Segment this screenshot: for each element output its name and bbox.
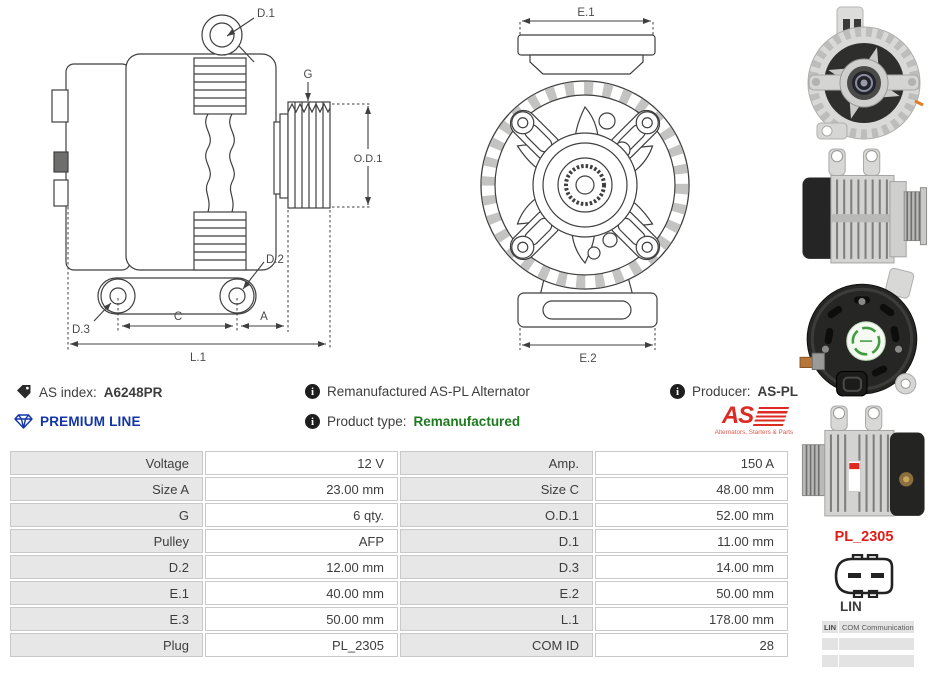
info-row-1: AS index: A6248PR i Remanufactured AS-PL… bbox=[0, 384, 799, 404]
connectivity-value: COM Communication bbox=[839, 621, 914, 633]
product-type-value: Remanufactured bbox=[413, 414, 521, 429]
spec-label: Plug bbox=[10, 633, 203, 657]
spec-value: 50.00 mm bbox=[595, 581, 788, 605]
dim-label-c: C bbox=[174, 311, 182, 323]
producer-value: AS-PL bbox=[757, 384, 799, 399]
tag-icon bbox=[17, 385, 31, 399]
connectivity-table: LIN COM Communication bbox=[822, 621, 914, 672]
spec-label: Size A bbox=[10, 477, 203, 501]
spec-label: Amp. bbox=[400, 451, 593, 475]
product-type-label: Product type: bbox=[327, 414, 407, 429]
table-row: G 6 qty. O.D.1 52.00 mm bbox=[10, 503, 788, 527]
dim-label-l1: L.1 bbox=[190, 352, 206, 364]
spec-value: 6 qty. bbox=[205, 503, 398, 527]
front-view-diagram: E.1 bbox=[480, 7, 690, 365]
spec-label: E.3 bbox=[10, 607, 203, 631]
dim-label-d3: D.3 bbox=[72, 324, 90, 336]
dim-label-e2: E.2 bbox=[579, 353, 596, 365]
product-photo-rear[interactable] bbox=[796, 268, 932, 402]
diamond-icon bbox=[14, 414, 33, 429]
as-index-label: AS index: bbox=[39, 384, 97, 400]
table-row: Plug PL_2305 COM ID 28 bbox=[10, 633, 788, 657]
connectivity-key bbox=[822, 655, 838, 667]
info-icon: i bbox=[305, 384, 320, 399]
spec-label: COM ID bbox=[400, 633, 593, 657]
spec-label: D.1 bbox=[400, 529, 593, 553]
logo-tagline: Alternators, Starters & Parts bbox=[714, 429, 794, 436]
info-row-2: PREMIUM LINE i Product type: Remanufactu… bbox=[0, 414, 796, 434]
connectivity-row bbox=[822, 638, 914, 650]
connectivity-value bbox=[839, 655, 914, 667]
side-view-diagram: D.1 G O.D.1 D.2 D.3 C A L.1 bbox=[51, 8, 392, 364]
product-photo-front[interactable] bbox=[796, 5, 932, 145]
spec-value: 28 bbox=[595, 633, 788, 657]
spec-label: E.1 bbox=[10, 581, 203, 605]
spec-label: L.1 bbox=[400, 607, 593, 631]
table-row: D.2 12.00 mm D.3 14.00 mm bbox=[10, 555, 788, 579]
dim-label-d1: D.1 bbox=[257, 8, 275, 20]
spec-label: O.D.1 bbox=[400, 503, 593, 527]
as-pl-logo: AS Alternators, Starters & Parts bbox=[714, 402, 794, 436]
connectivity-row: LIN COM Communication bbox=[822, 621, 914, 633]
spec-table: Voltage 12 V Amp. 150 A Size A 23.00 mm … bbox=[8, 449, 790, 659]
spec-value: AFP bbox=[205, 529, 398, 553]
dim-label-a: A bbox=[260, 311, 268, 323]
plug-code-label: PL_2305 bbox=[834, 529, 894, 545]
product-photo-side-right[interactable] bbox=[796, 147, 932, 267]
spec-label: Size C bbox=[400, 477, 593, 501]
table-row: Voltage 12 V Amp. 150 A bbox=[10, 451, 788, 475]
info-icon: i bbox=[305, 414, 320, 429]
dim-label-e1: E.1 bbox=[577, 7, 594, 19]
spec-value: 11.00 mm bbox=[595, 529, 788, 553]
spec-value: 178.00 mm bbox=[595, 607, 788, 631]
dim-label-od1: O.D.1 bbox=[354, 153, 383, 165]
spec-label: D.3 bbox=[400, 555, 593, 579]
spec-value: 150 A bbox=[595, 451, 788, 475]
spec-label: Pulley bbox=[10, 529, 203, 553]
lin-plug-icon bbox=[834, 554, 894, 598]
connectivity-key bbox=[822, 638, 838, 650]
spec-label: Voltage bbox=[10, 451, 203, 475]
connectivity-row bbox=[822, 655, 914, 667]
remanufactured-text: Remanufactured AS-PL Alternator bbox=[327, 384, 530, 399]
dim-label-d2: D.2 bbox=[266, 254, 284, 266]
spec-value: PL_2305 bbox=[205, 633, 398, 657]
right-column: PL_2305 LIN LIN COM Communication bbox=[796, 0, 932, 683]
premium-line-label[interactable]: PREMIUM LINE bbox=[40, 414, 141, 429]
spec-value: 50.00 mm bbox=[205, 607, 398, 631]
table-row: Pulley AFP D.1 11.00 mm bbox=[10, 529, 788, 553]
connectivity-key: LIN bbox=[822, 621, 838, 633]
table-row: E.3 50.00 mm L.1 178.00 mm bbox=[10, 607, 788, 631]
product-photo-side-left[interactable] bbox=[796, 404, 932, 520]
table-row: Size A 23.00 mm Size C 48.00 mm bbox=[10, 477, 788, 501]
spec-value: 14.00 mm bbox=[595, 555, 788, 579]
spec-label: D.2 bbox=[10, 555, 203, 579]
dim-label-g: G bbox=[304, 69, 313, 81]
as-index-value: A6248PR bbox=[103, 384, 163, 400]
spec-label: E.2 bbox=[400, 581, 593, 605]
spec-value: 12 V bbox=[205, 451, 398, 475]
producer-label: Producer: bbox=[692, 384, 751, 399]
plug-name-label: LIN bbox=[840, 599, 862, 614]
spec-label: G bbox=[10, 503, 203, 527]
spec-value: 52.00 mm bbox=[595, 503, 788, 527]
spec-value: 40.00 mm bbox=[205, 581, 398, 605]
logo-text: AS bbox=[721, 402, 754, 429]
logo-stripes bbox=[753, 406, 790, 426]
table-row: E.1 40.00 mm E.2 50.00 mm bbox=[10, 581, 788, 605]
spec-value: 23.00 mm bbox=[205, 477, 398, 501]
connectivity-value bbox=[839, 638, 914, 650]
spec-value: 12.00 mm bbox=[205, 555, 398, 579]
spec-value: 48.00 mm bbox=[595, 477, 788, 501]
info-icon: i bbox=[670, 384, 685, 399]
